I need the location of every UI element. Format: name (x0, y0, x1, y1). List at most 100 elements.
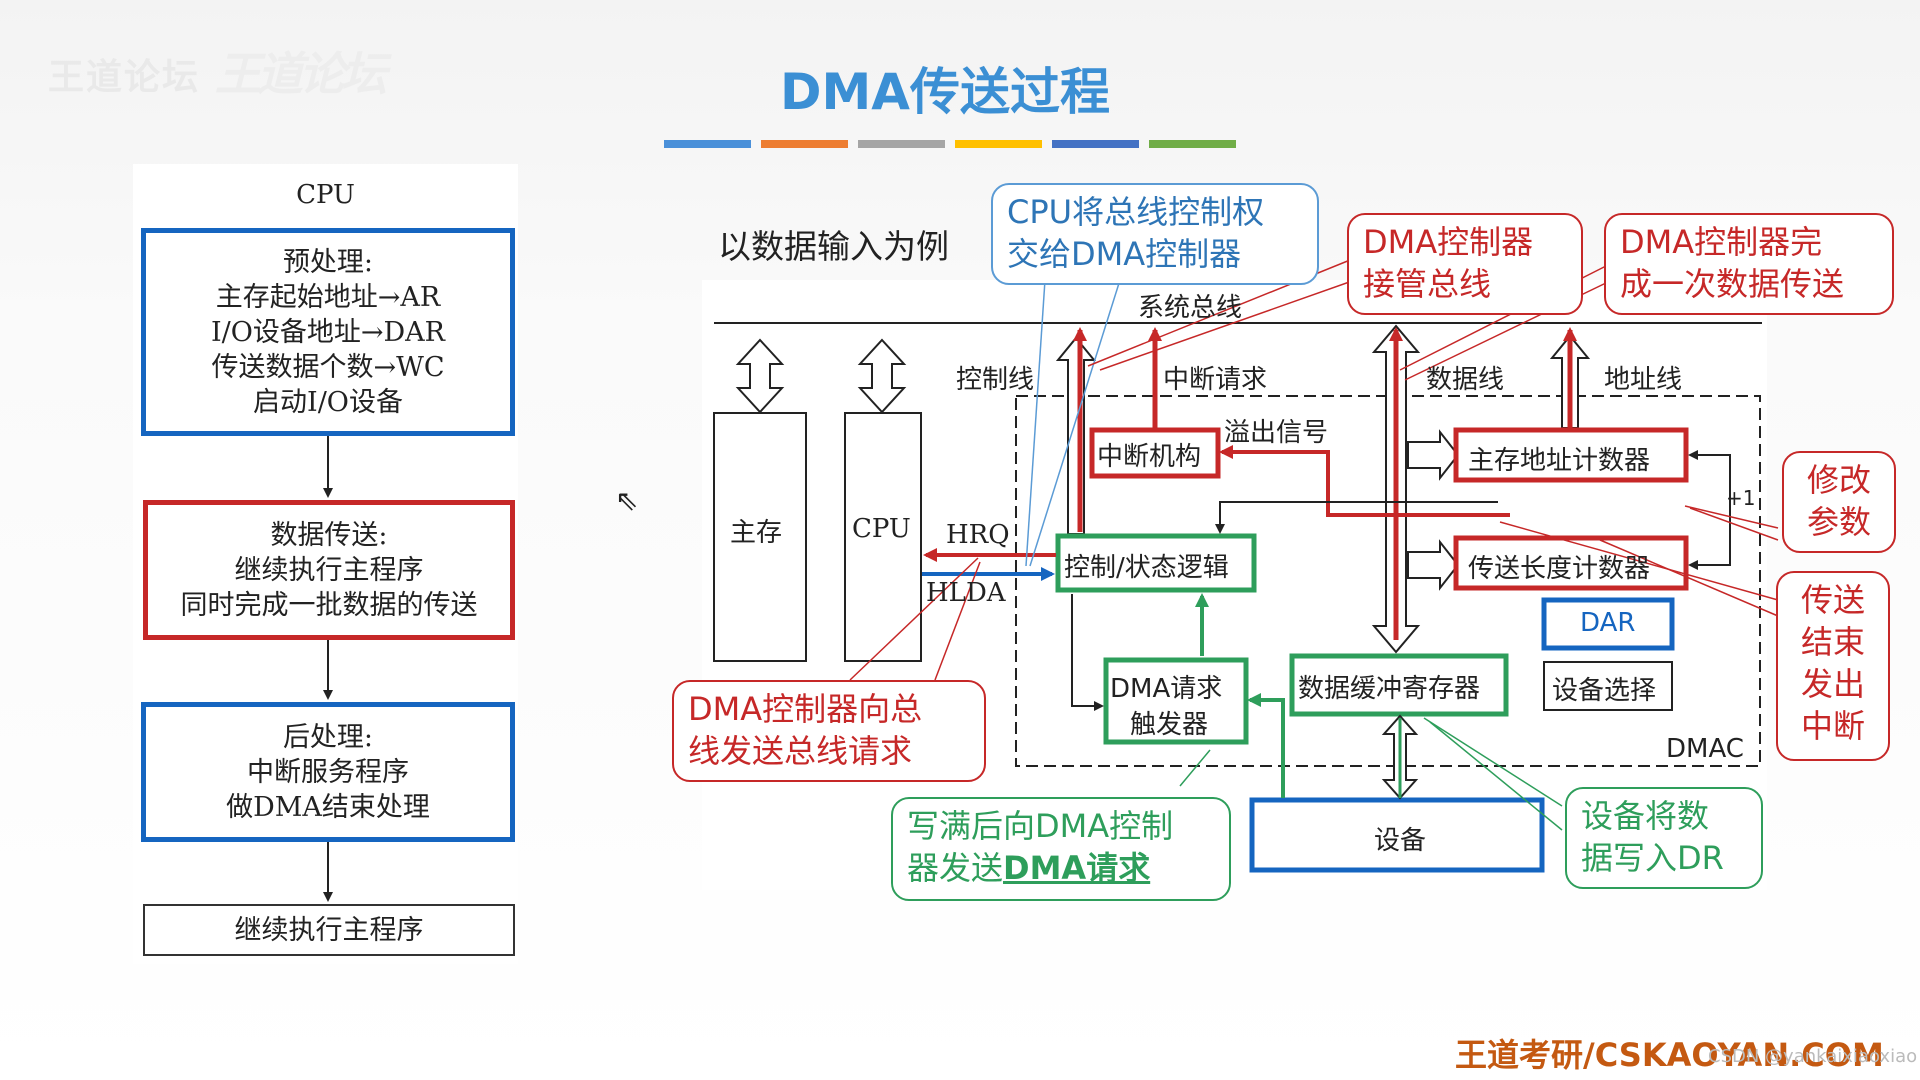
data-buffer-label: 数据缓冲寄存器 (1298, 674, 1481, 704)
callout-line: 设备将数 (1581, 797, 1710, 835)
accent-bars (664, 140, 1236, 148)
preprocess-line: 传送数据个数→WC (211, 351, 445, 383)
preprocess-line: 启动I/O设备 (253, 386, 403, 418)
transfer-box: 数据传送: 继续执行主程序 同时完成一批数据的传送 (143, 500, 515, 640)
control-logic-label: 控制/状态逻辑 (1064, 553, 1229, 583)
cpu-bus-arrow-icon (857, 338, 907, 414)
length-counter-box (1453, 535, 1689, 591)
continue-box: 继续执行主程序 (143, 904, 515, 956)
data-line-label: 数据线 (1426, 365, 1505, 395)
dma-trigger-label-2: 触发器 (1130, 710, 1209, 740)
len-plus-loop (1688, 503, 1731, 570)
callout-line: 修改 (1806, 461, 1871, 499)
main-memory-label: 主存 (730, 518, 783, 548)
device-label: 设备 (1374, 826, 1427, 856)
callout-line: 器发送DMA请求 (907, 847, 1215, 889)
main-memory-box (713, 412, 807, 662)
preprocess-box: 预处理: 主存起始地址→AR I/O设备地址→DAR 传送数据个数→WC 启动I… (141, 228, 515, 436)
hlda-label: HLDA (926, 578, 1006, 608)
flowchart-cpu-label: CPU (296, 180, 355, 210)
callout-line: 传送 (1800, 581, 1865, 619)
callout-line: 中断 (1800, 707, 1865, 745)
addr-plus-loop (1688, 450, 1731, 503)
callout-dma-done-one: DMA控制器完 成一次数据传送 (1604, 213, 1894, 315)
callout-leader (1025, 279, 1046, 567)
accent-bar (664, 140, 751, 148)
callout-text: 器发送 (907, 849, 1004, 887)
control-line-arrow-icon (1055, 336, 1097, 535)
accent-bar (955, 140, 1042, 148)
callout-write-full: 写满后向DMA控制 器发送DMA请求 (891, 797, 1231, 901)
footer-watermark: CSDN @yankaixiaoxiao (1708, 1046, 1918, 1067)
dmac-label: DMAC (1666, 734, 1744, 764)
interrupt-request-label: 中断请求 (1163, 365, 1268, 395)
callout-leader (1179, 749, 1211, 787)
callout-leader (934, 561, 981, 681)
overflow-signal-label: 溢出信号 (1224, 418, 1329, 448)
preprocess-line: 主存起始地址→AR (215, 281, 441, 313)
callout-modify-params: 修改 参数 (1782, 451, 1896, 553)
cpu-box (844, 412, 922, 662)
callout-line: DMA控制器 (1363, 223, 1534, 261)
system-bus-label: 系统总线 (1138, 293, 1243, 323)
callout-line: 结束 (1800, 623, 1865, 661)
address-counter-box (1453, 427, 1689, 483)
dma-trigger-label-1: DMA请求 (1110, 674, 1223, 704)
hrq-label: HRQ (946, 520, 1010, 550)
callout-line: 写满后向DMA控制 (907, 807, 1174, 845)
callout-line: 参数 (1806, 503, 1871, 541)
callout-cpu-hands-bus: CPU将总线控制权 交给DMA控制器 (991, 183, 1319, 285)
dar-label: DAR (1580, 608, 1636, 638)
callout-dma-takes-bus: DMA控制器 接管总线 (1347, 213, 1583, 315)
accent-bar (761, 140, 848, 148)
callout-leader (1423, 717, 1563, 807)
logo-script: 王道论坛 (215, 47, 387, 101)
feedback-line (1215, 501, 1498, 534)
control-logic-box (1055, 533, 1257, 593)
accent-bar (858, 140, 945, 148)
transfer-line: 同时完成一批数据的传送 (180, 589, 478, 621)
callout-leader (1429, 721, 1563, 831)
callout-bold: DMA请求 (1003, 849, 1151, 887)
device-select-box (1543, 661, 1673, 711)
control-line-label: 控制线 (956, 365, 1035, 395)
memory-bus-arrow-icon (735, 338, 785, 414)
callout-line: CPU将总线控制权 (1007, 193, 1265, 231)
preprocess-line: 预处理: (282, 246, 374, 278)
callout-leader (1599, 539, 1779, 617)
callout-leader (1499, 521, 1779, 601)
callout-line: 交给DMA控制器 (1007, 235, 1242, 273)
callout-line: 发出 (1800, 665, 1865, 703)
interrupt-unit-box (1089, 427, 1221, 479)
callout-transfer-end: 传送 结束 发出 中断 (1776, 571, 1890, 761)
transfer-line: 数据传送: (270, 519, 388, 551)
callout-line: DMA控制器完 (1620, 223, 1823, 261)
len-counter-arrow-icon (1407, 539, 1460, 591)
device-box (1249, 797, 1545, 873)
callout-line: 据写入DR (1581, 839, 1724, 877)
addr-counter-arrow-icon (1407, 429, 1460, 481)
callout-line: 线发送总线请求 (688, 732, 913, 770)
example-label: 以数据输入为例 (718, 227, 949, 266)
control-trigger-line (1071, 594, 1104, 711)
postprocess-line: 中断服务程序 (247, 756, 409, 788)
dma-trigger-box (1103, 657, 1249, 745)
postprocess-line: 后处理: (282, 721, 374, 753)
device-select-label: 设备选择 (1552, 676, 1657, 706)
callout-line: 成一次数据传送 (1620, 265, 1845, 303)
plus-one-label: +1 (1726, 486, 1756, 510)
cpu-diagram-label: CPU (852, 514, 911, 544)
length-counter-label: 传送长度计数器 (1468, 554, 1651, 584)
continue-line: 继续执行主程序 (234, 914, 424, 946)
callout-leader (1099, 279, 1356, 371)
preprocess-line: I/O设备地址→DAR (211, 316, 445, 348)
postprocess-line: 做DMA结束处理 (226, 791, 430, 823)
interrupt-unit-label: 中断机构 (1097, 442, 1202, 472)
callout-leader (849, 557, 979, 681)
callout-leader (1689, 507, 1779, 541)
address-line-label: 地址线 (1604, 365, 1683, 395)
accent-bar (1149, 140, 1236, 148)
mouse-cursor-icon: ⇖ (615, 484, 639, 517)
overflow-signal-line (1219, 445, 1510, 517)
